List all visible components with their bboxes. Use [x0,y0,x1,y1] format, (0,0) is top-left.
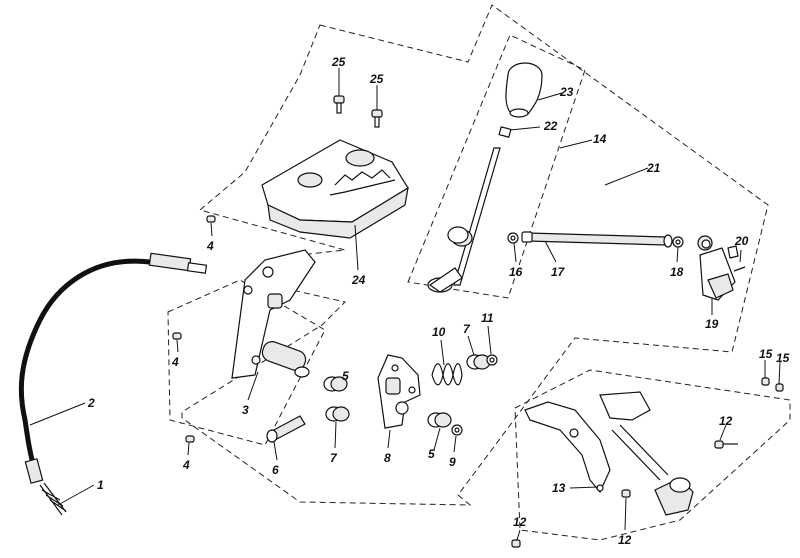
outline-main [181,4,769,506]
callout-5-upper: 5 [342,369,349,383]
callout-6: 6 [272,463,279,477]
callout-7-upper: 7 [463,322,471,336]
callout-12-left: 12 [513,515,527,529]
shift-cable [18,252,208,516]
shift-rod [507,231,684,248]
spring [431,363,463,386]
console-cover [261,139,409,239]
lower-bracket [524,391,669,494]
callout-10: 10 [432,325,446,339]
callout-3: 3 [242,403,249,417]
small-fasteners [172,215,784,443]
shifter-bracket [231,249,316,379]
outline-bracket-group [514,369,791,541]
callout-21: 21 [646,161,661,175]
leader-lines [29,68,781,541]
callout-25-left: 25 [331,55,346,69]
callout-9: 9 [449,455,456,469]
callout-1: 1 [97,478,104,492]
callout-14: 14 [593,132,607,146]
bushing-washer [466,354,498,370]
callout-15-left: 15 [759,347,773,361]
pivot-plate [377,354,421,429]
callout-11: 11 [481,311,494,325]
callout-20: 20 [734,234,749,248]
callout-13: 13 [552,481,566,495]
callout-18: 18 [670,265,684,279]
callout-7-lower: 7 [330,451,338,465]
callout-5-lower: 5 [428,447,435,461]
callout-12-mid: 12 [618,533,632,547]
callout-labels: 1 2 3 4 4 4 5 5 6 7 7 8 9 10 11 12 12 12… [87,55,790,547]
callout-19: 19 [705,317,719,331]
callout-4-top: 4 [206,239,214,253]
callout-16: 16 [509,265,523,279]
callout-23: 23 [559,85,574,99]
callout-4-mid: 4 [171,355,179,369]
bolts-12 [511,440,738,548]
callout-24: 24 [351,273,366,287]
outline-shifter [407,34,586,299]
dashed-group-outlines [167,4,791,541]
lower-bushings [266,376,463,443]
callout-22: 22 [543,119,558,133]
shift-lever [427,62,543,293]
callout-2: 2 [87,396,95,410]
callout-25-right: 25 [369,72,384,86]
shift-arm [697,235,746,301]
callout-8: 8 [384,451,391,465]
callout-15-right: 15 [776,351,790,365]
callout-17: 17 [551,265,566,279]
callout-12-right: 12 [719,414,733,428]
callout-4-bottom: 4 [182,458,190,472]
outline-cable-group [167,279,326,446]
screws-25 [333,95,383,128]
